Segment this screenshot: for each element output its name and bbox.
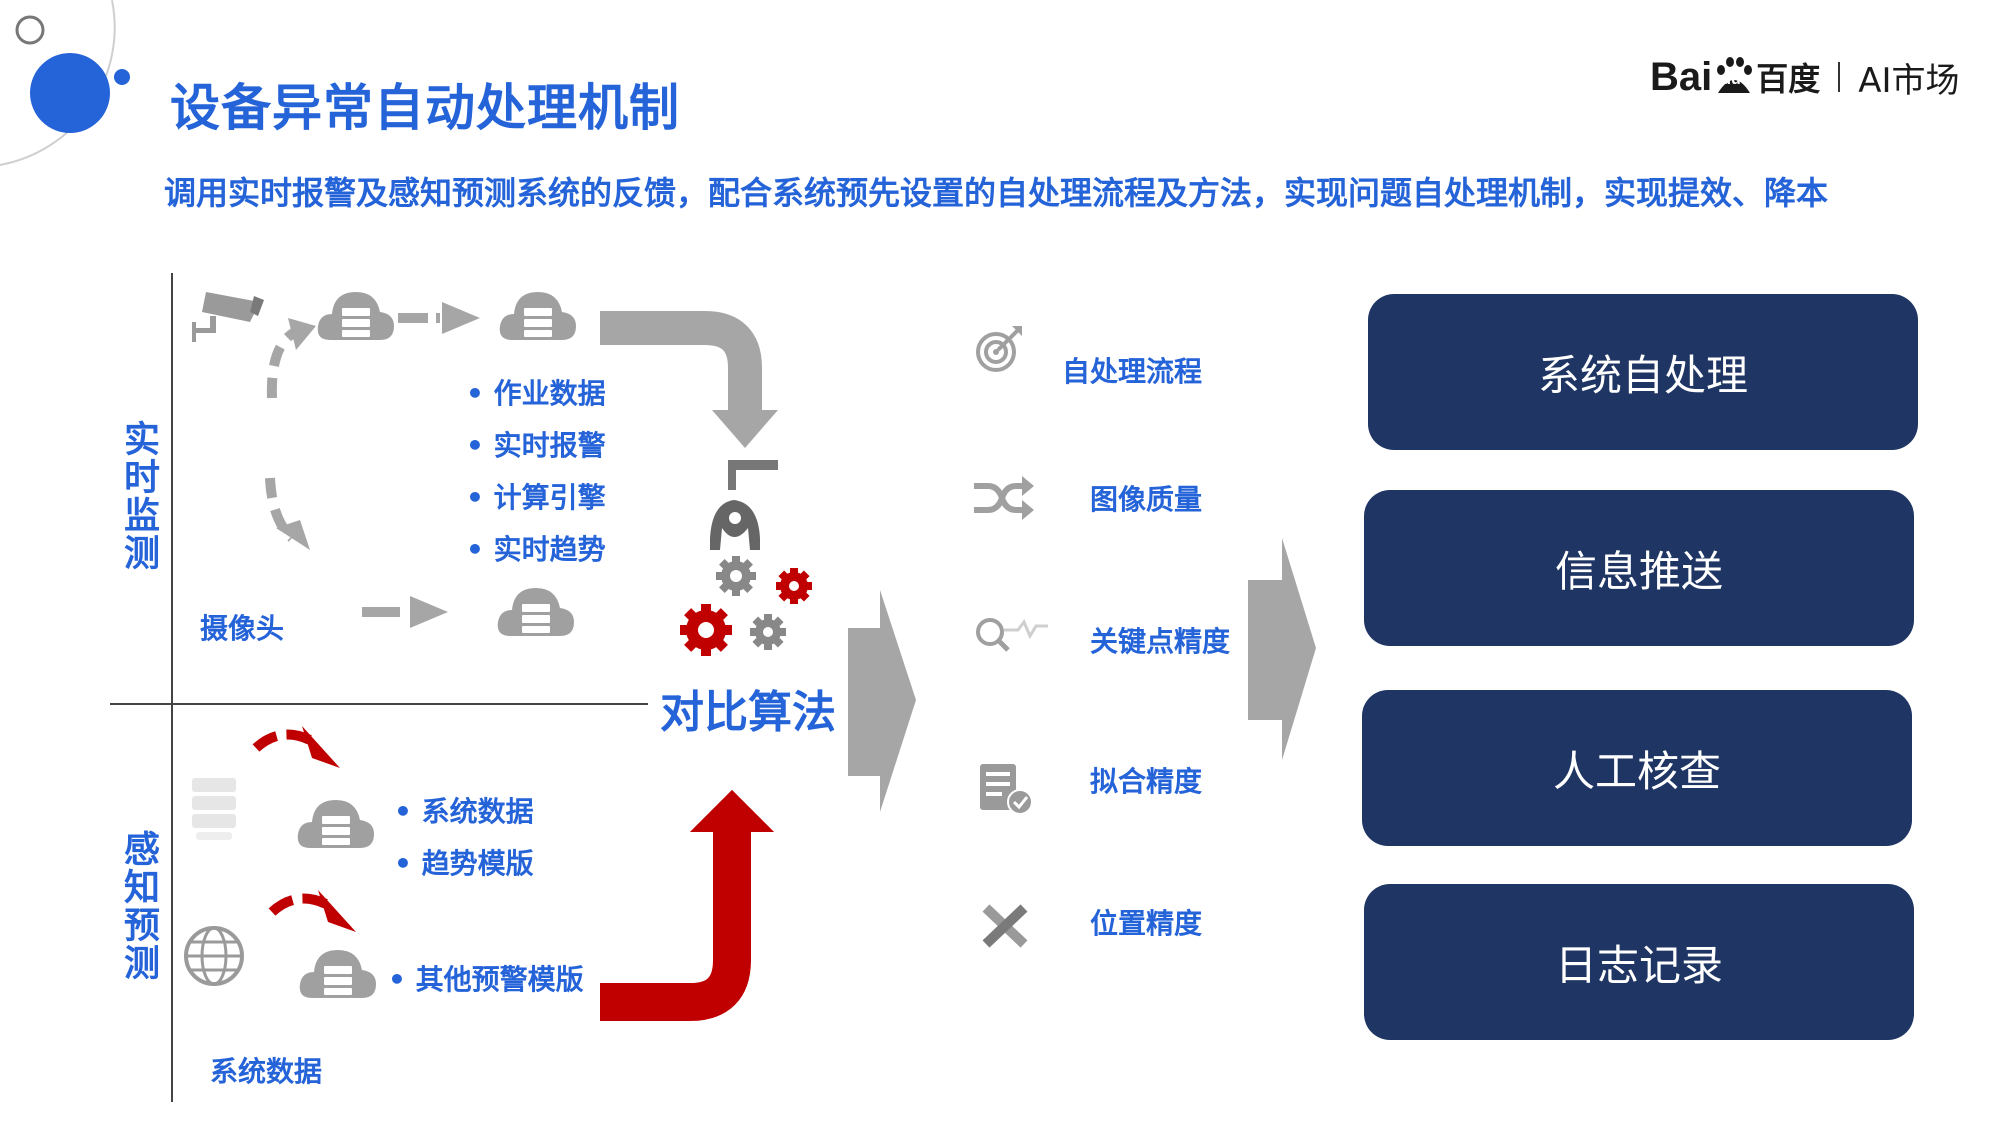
cloud-server-icon [317,292,394,340]
realtime-item: 实时报警 [466,424,606,476]
system-data-label: 系统数据 [210,1055,323,1088]
logo-ai-market: AI市场 [1858,60,1960,101]
page-title: 设备异常自动处理机制 [170,79,680,137]
target-icon [976,326,1022,372]
page-subtitle: 调用实时报警及感知预测系统的反馈，配合系统预先设置的自处理流程及方法，实现问题自… [164,174,1829,212]
logo-separator [1838,62,1841,92]
cloud-server-icon [299,950,376,998]
action-manual-review: 人工核查 [1362,690,1912,846]
paw-icon: du [1712,57,1756,97]
camera-label: 摄像头 [200,612,285,645]
perception-items-list: 系统数据 趋势模版 [394,790,534,894]
perception-item-other-templates: 其他预警模版 [388,958,584,998]
camera-icon [192,292,264,342]
magnifier-icon [976,618,1048,652]
cloud-server-icon [499,292,576,340]
perception-item: 趋势模版 [394,842,534,894]
perception-prediction-label: 感知预测 [118,830,159,982]
metric-fitting-precision: 拟合精度 [1090,765,1203,798]
action-info-push: 信息推送 [1364,490,1914,646]
shuffle-icon [974,476,1034,520]
realtime-item: 实时趋势 [466,528,606,580]
metric-self-process-flow: 自处理流程 [1062,355,1203,388]
realtime-item: 作业数据 [466,372,606,424]
realtime-item: 计算引擎 [466,476,606,528]
document-check-icon [980,764,1033,815]
realtime-monitoring-label: 实时监测 [118,420,159,572]
baidu-ai-market-logo: Bai du 百度 AI市场 [1650,52,1960,102]
close-x-icon [982,904,1028,948]
metric-position-precision: 位置精度 [1090,907,1203,940]
perception-item: 系统数据 [394,790,534,842]
comparison-algorithm-label: 对比算法 [660,687,836,738]
realtime-items-list: 作业数据 实时报警 计算引擎 实时趋势 [466,372,606,580]
globe-icon [184,926,244,986]
corner-decoration [0,0,130,166]
logo-wordmark: Bai du 百度 [1650,54,1821,99]
robot-gears-icon [680,460,812,656]
cloud-server-icon [297,800,374,848]
metric-keypoint-precision: 关键点精度 [1090,625,1231,658]
metric-image-quality: 图像质量 [1090,483,1203,516]
cloud-server-icon [497,588,574,636]
action-log-record: 日志记录 [1364,884,1914,1040]
server-stack-icon [192,778,236,840]
action-system-self-process: 系统自处理 [1368,294,1918,450]
